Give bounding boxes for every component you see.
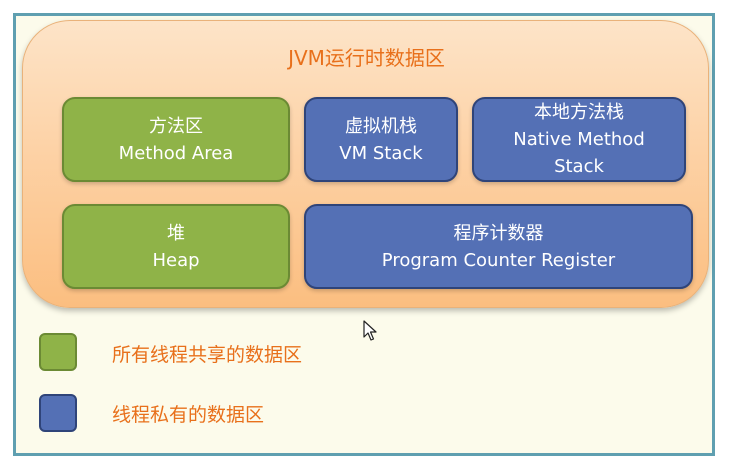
vm-stack-box: 虚拟机栈 VM Stack (304, 97, 458, 182)
native-stack-en-line1: Native Method (513, 129, 645, 150)
legend-private-label: 线程私有的数据区 (112, 404, 265, 426)
pc-register-zh: 程序计数器 (453, 222, 544, 244)
pc-register-en: Program Counter Register (381, 249, 616, 271)
native-stack-en-line2: Stack (554, 156, 604, 177)
native-method-stack-box: 本地方法栈 Native Method Stack (472, 97, 686, 182)
vm-stack-zh: 虚拟机栈 (345, 115, 417, 137)
legend-shared-label: 所有线程共享的数据区 (112, 344, 303, 366)
diagram-title: JVM运行时数据区 (288, 46, 445, 70)
legend-private-swatch (39, 394, 77, 432)
program-counter-register-box: 程序计数器 Program Counter Register (304, 204, 693, 289)
vm-stack-en: VM Stack (339, 142, 423, 164)
legend-shared-swatch (39, 333, 77, 371)
method-area-box: 方法区 Method Area (62, 97, 290, 182)
heap-box: 堆 Heap (62, 204, 290, 289)
heap-en: Heap (152, 249, 200, 271)
native-stack-zh: 本地方法栈 (534, 102, 624, 123)
heap-zh: 堆 (167, 222, 185, 244)
method-area-en: Method Area (118, 142, 234, 164)
method-area-zh: 方法区 (149, 115, 203, 137)
mouse-pointer-icon (363, 320, 377, 341)
